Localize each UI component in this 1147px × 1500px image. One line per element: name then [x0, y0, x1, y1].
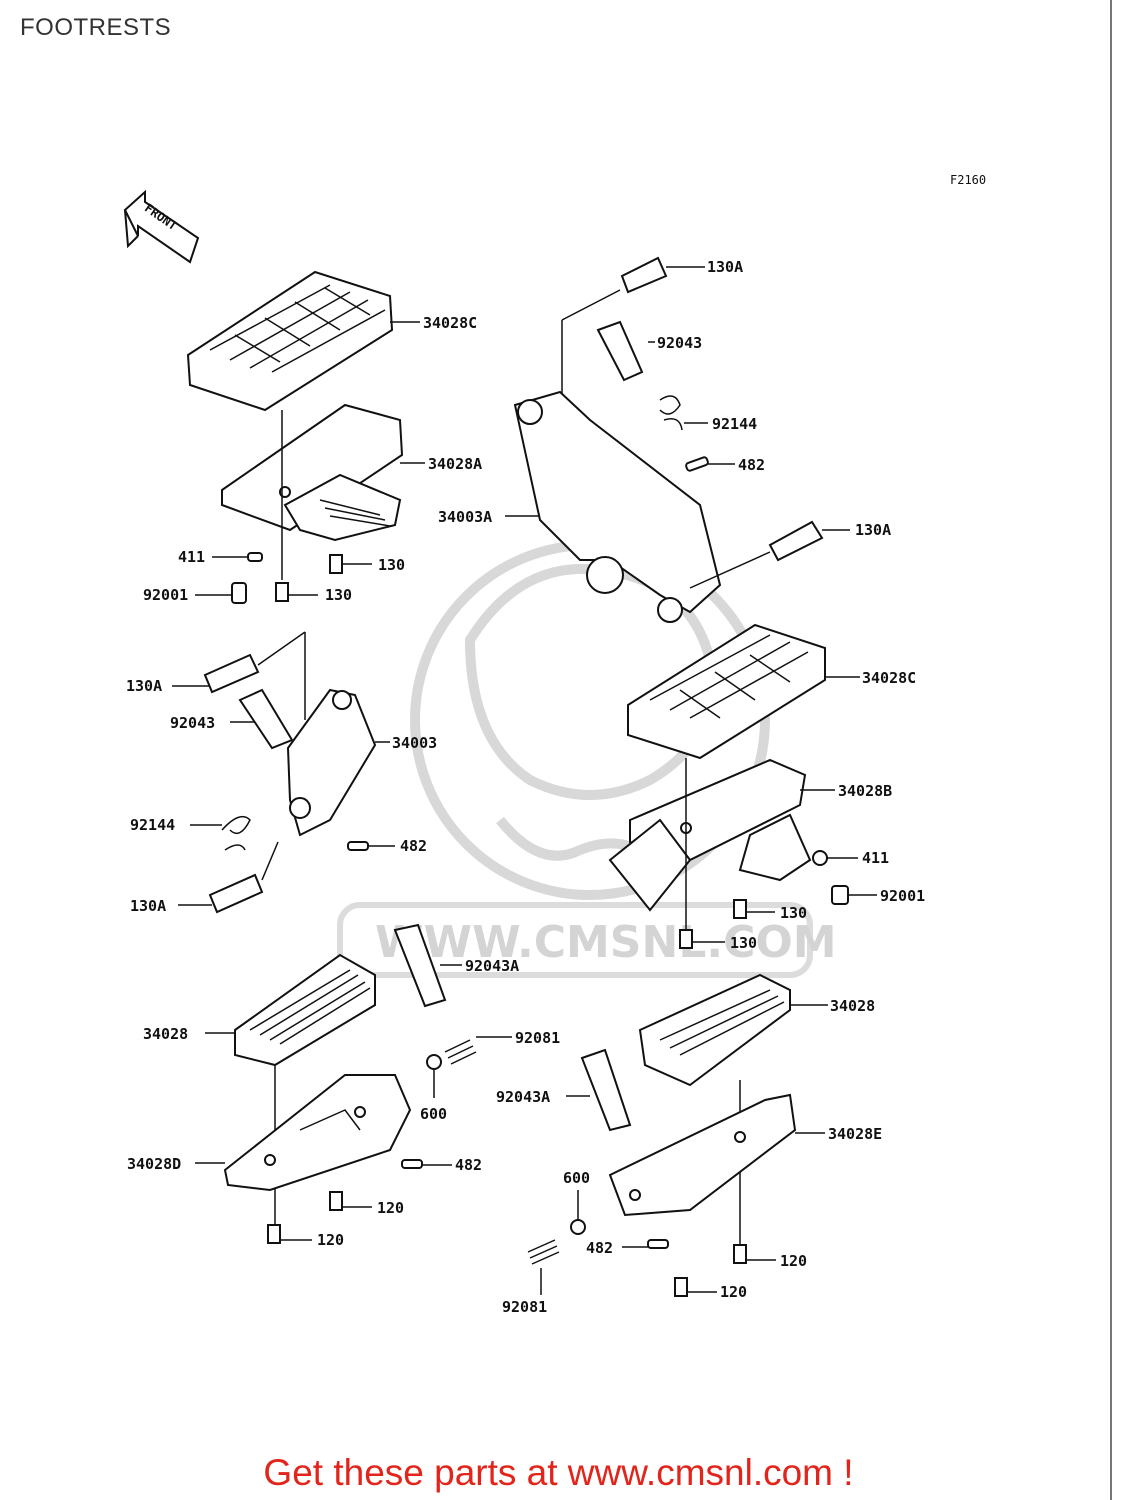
spring-92144-left: [221, 815, 251, 851]
label-34028: 34028: [143, 1025, 188, 1043]
label-130A: 130A: [855, 521, 891, 539]
rubber-pad-34028C-right: [627, 623, 826, 760]
pin-92043A-right: [580, 1048, 632, 1132]
spring-92081-right: [527, 1239, 560, 1265]
label-92043: 92043: [657, 334, 702, 352]
label-482: 482: [738, 456, 765, 474]
nut-92001-a: [231, 582, 247, 604]
label-600: 600: [420, 1105, 447, 1123]
clip-482-right: [685, 456, 709, 472]
label-34028A: 34028A: [428, 455, 482, 473]
bolt-130A-mid-top: [203, 653, 260, 694]
figure-code: F2160: [950, 173, 986, 187]
label-34028D: 34028D: [127, 1155, 181, 1173]
clip-482-d: [647, 1239, 669, 1249]
bolt-120-c: [733, 1244, 747, 1264]
page-title: FOOTRESTS: [20, 14, 172, 41]
bolt-130A-right: [689, 520, 850, 589]
label-482: 482: [455, 1156, 482, 1174]
label-34003: 34003: [392, 734, 437, 752]
clip-482-c: [401, 1159, 423, 1169]
label-411: 411: [862, 849, 889, 867]
footer-link-text[interactable]: Get these parts at www.cmsnl.com !: [263, 1452, 854, 1493]
bracket-34003: [286, 688, 377, 837]
label-130A: 130A: [126, 677, 162, 695]
label-92144: 92144: [712, 415, 757, 433]
pin-92043A-left: [393, 923, 447, 1008]
label-92144: 92144: [130, 816, 175, 834]
watermark-logo: WWW.CMSNL.COM: [337, 540, 837, 978]
label-600: 600: [563, 1169, 590, 1187]
pin-411-b: [812, 850, 828, 866]
label-130: 130: [780, 904, 807, 922]
bolt-130-d: [679, 929, 693, 949]
bolt-130A-mid-bottom: [208, 873, 264, 914]
bolt-130-a: [329, 554, 343, 574]
footboard-34028B: [608, 758, 812, 912]
label-92043A: 92043A: [496, 1088, 550, 1106]
bolt-130-c: [733, 899, 747, 919]
spring-92144-right: [659, 395, 683, 431]
footpeg-34028E: [608, 1093, 797, 1217]
label-34003A: 34003A: [438, 508, 492, 526]
part-labels: 130A 92043 92144 482 34003A 130A 34028C …: [126, 258, 925, 1316]
label-130: 130: [325, 586, 352, 604]
label-130A: 130A: [130, 897, 166, 915]
label-92001: 92001: [880, 887, 925, 905]
label-482: 482: [400, 837, 427, 855]
label-34028C: 34028C: [423, 314, 477, 332]
bolt-120-a: [329, 1191, 343, 1211]
bolt-130-b: [275, 582, 289, 602]
watermark-text: WWW.CMSNL.COM: [375, 917, 837, 968]
bracket-34003A: [513, 390, 722, 623]
bolt-130A-top: [620, 256, 705, 294]
leader-lines: [172, 321, 877, 1295]
footpeg-34028D: [223, 1074, 412, 1192]
label-92081: 92081: [502, 1298, 547, 1316]
label-34028E: 34028E: [828, 1125, 882, 1143]
label-92081: 92081: [515, 1029, 560, 1047]
spring-92081-left: [444, 1039, 477, 1065]
label-130A: 130A: [707, 258, 743, 276]
footboard-34028A: [221, 403, 404, 542]
clip-482-left: [347, 841, 369, 851]
rubber-pad-34028C-left: [186, 270, 394, 412]
ball-600-left: [426, 1054, 442, 1070]
label-120: 120: [720, 1283, 747, 1301]
label-482: 482: [586, 1239, 613, 1257]
label-34028: 34028: [830, 997, 875, 1015]
ball-600-right: [570, 1219, 586, 1235]
label-120: 120: [377, 1199, 404, 1217]
label-92043A: 92043A: [465, 957, 519, 975]
rubber-34028-left: [234, 953, 376, 1067]
bolt-120-b: [267, 1224, 281, 1244]
label-411: 411: [178, 548, 205, 566]
label-130: 130: [730, 934, 757, 952]
bolt-120-d: [674, 1277, 688, 1297]
label-92043: 92043: [170, 714, 215, 732]
page-border-line: [1110, 0, 1112, 1500]
pin-92043-right: [596, 320, 644, 382]
nut-92001-b: [831, 885, 849, 905]
rubber-34028-right: [638, 973, 791, 1087]
label-130: 130: [378, 556, 405, 574]
label-120: 120: [780, 1252, 807, 1270]
pin-92043-left: [238, 688, 294, 750]
front-arrow-icon: FRONT: [123, 189, 200, 264]
pin-411-a: [247, 552, 263, 562]
label-34028B: 34028B: [838, 782, 892, 800]
label-120: 120: [317, 1231, 344, 1249]
label-34028C: 34028C: [862, 669, 916, 687]
label-92001: 92001: [143, 586, 188, 604]
